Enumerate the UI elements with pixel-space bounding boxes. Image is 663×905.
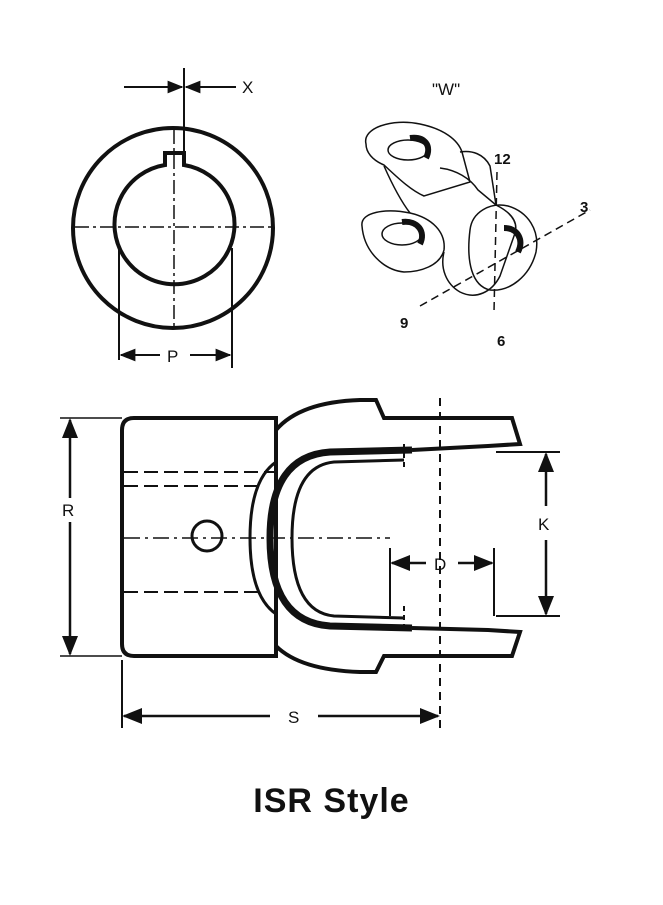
clock-12-label: 12 xyxy=(494,151,511,168)
style-caption: ISR Style xyxy=(253,782,410,820)
dim-d-label: D xyxy=(434,555,446,574)
dim-x-label: X xyxy=(242,78,253,97)
hub-block xyxy=(120,416,278,658)
lower-hole-mark xyxy=(401,218,425,246)
dim-s-label: S xyxy=(288,708,299,727)
dim-r-label: R xyxy=(62,501,74,520)
ear-web xyxy=(383,165,411,214)
iso-view-title: "W" xyxy=(432,80,460,99)
clock-6-label: 6 xyxy=(497,333,505,350)
upper-ear xyxy=(365,121,471,197)
set-screw-hole xyxy=(190,519,224,553)
lower-ear xyxy=(361,210,445,273)
iso-view xyxy=(361,121,591,313)
yoke-outer-profile xyxy=(274,398,523,674)
dim-k-label: K xyxy=(538,515,550,534)
yoke-inner-u-2 xyxy=(290,458,405,620)
hub-end-mark xyxy=(503,225,524,254)
clock-9-label: 9 xyxy=(400,315,408,332)
side-view xyxy=(60,398,560,730)
upper-hole-mark xyxy=(409,134,432,160)
ear-web-2 xyxy=(459,150,497,206)
axis-12-6-line xyxy=(493,171,498,313)
bore-with-keyway xyxy=(112,151,237,287)
dim-p-label: P xyxy=(167,347,178,366)
hub-end xyxy=(468,204,538,291)
end-view xyxy=(71,68,275,368)
axis-3-9-line xyxy=(419,209,591,307)
yoke-neck xyxy=(248,460,277,616)
clock-3-label: 3 xyxy=(580,199,588,216)
yoke-body xyxy=(439,167,517,296)
hub-outer-circle xyxy=(71,126,275,330)
yoke-inner-u xyxy=(266,446,413,632)
